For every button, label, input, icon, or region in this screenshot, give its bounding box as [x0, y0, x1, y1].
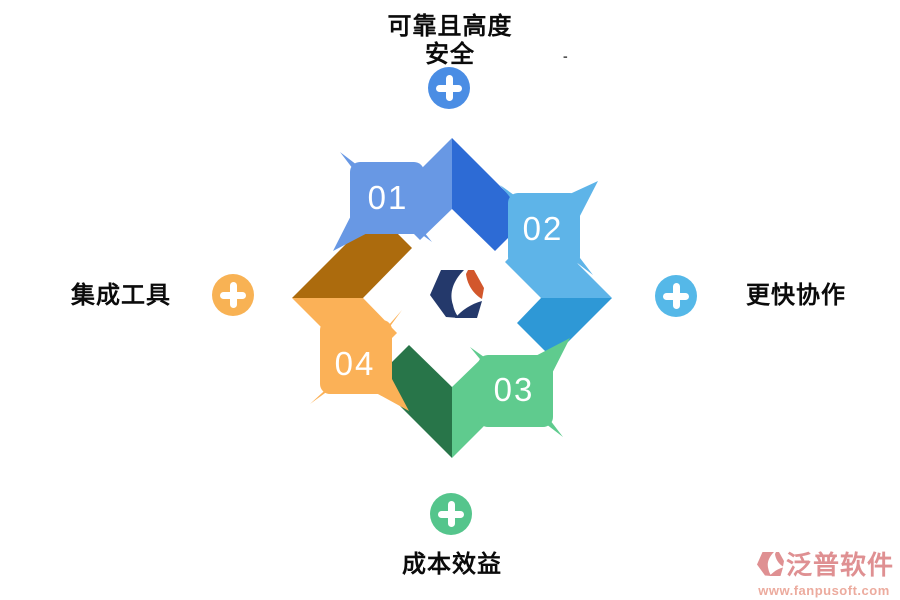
label-top: 可靠且高度 安全: [0, 13, 900, 69]
step3-tail-band: [374, 345, 452, 458]
watermark-logo-icon: [756, 552, 784, 576]
label-top-line2: 安全: [425, 41, 475, 68]
logo-top-right-shape: [466, 270, 484, 299]
stray-dash: -: [563, 48, 568, 64]
logo-left-shape: [430, 270, 464, 318]
label-right: 更快协作: [746, 282, 846, 309]
step3-number: 03: [493, 371, 535, 408]
center-logo: [430, 270, 484, 318]
plus-icon-top[interactable]: [428, 67, 470, 109]
step4-number: 04: [334, 345, 376, 382]
step1-number: 01: [367, 179, 409, 216]
step2-body: [508, 193, 580, 267]
label-bottom: 成本效益: [402, 551, 502, 578]
watermark-url: www.fanpusoft.com: [758, 583, 890, 598]
plus-icon-right[interactable]: [655, 275, 697, 317]
logo-bottom-right-shape: [455, 301, 482, 318]
plus-icon-left[interactable]: [212, 274, 254, 316]
step3-body: [478, 355, 553, 427]
step4-tail-band: [292, 213, 412, 298]
label-left: 集成工具: [71, 282, 171, 309]
step2-fold-band: [517, 298, 612, 358]
step1-body: [350, 162, 424, 234]
plus-icon-bottom[interactable]: [430, 493, 472, 535]
watermark-brand: 泛普软件: [785, 550, 894, 580]
watermark: 泛普软件 www.fanpusoft.com: [754, 549, 894, 598]
label-top-line1: 可靠且高度: [387, 13, 513, 40]
step2-number: 02: [522, 210, 564, 247]
step4-body: [320, 320, 392, 394]
